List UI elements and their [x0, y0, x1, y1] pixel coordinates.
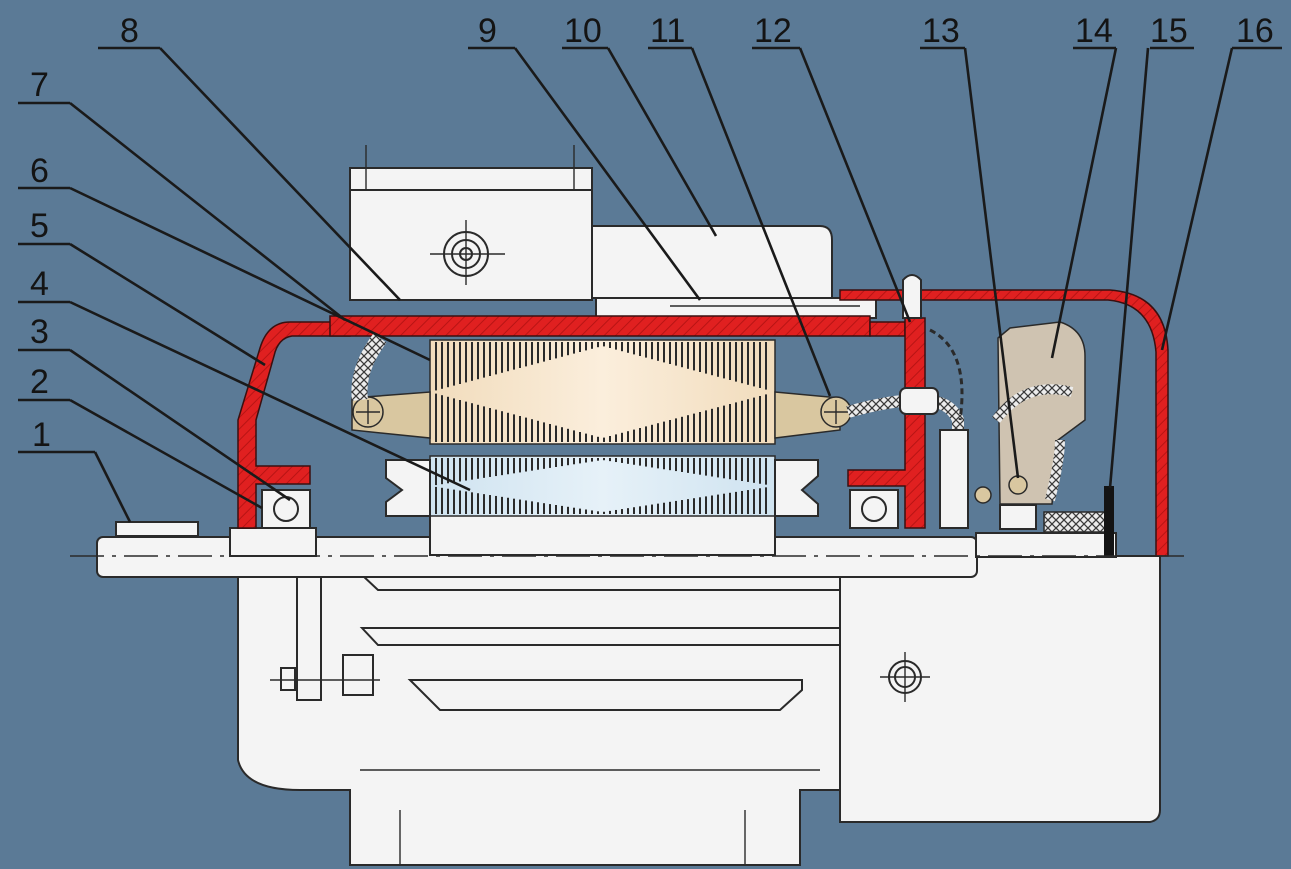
shaft — [96, 514, 1117, 578]
motor-exterior — [237, 555, 1161, 866]
callout-2: 2 — [30, 363, 49, 401]
callout-15: 15 — [1150, 12, 1188, 50]
callout-11: 11 — [650, 12, 685, 50]
terminal-box — [349, 145, 877, 319]
callout-6: 6 — [30, 152, 49, 190]
stator-core — [351, 339, 852, 445]
callout-8: 8 — [120, 12, 139, 50]
callout-5: 5 — [30, 207, 49, 245]
housing-section — [237, 289, 1169, 557]
callout-14: 14 — [1075, 12, 1113, 50]
callout-3: 3 — [30, 313, 49, 351]
callout-4: 4 — [30, 265, 49, 303]
rotor-core — [385, 455, 819, 517]
callout-12: 12 — [754, 12, 792, 50]
fan-assembly — [939, 321, 1114, 556]
callout-13: 13 — [922, 12, 960, 50]
callout-16: 16 — [1236, 12, 1274, 50]
callouts: 1 2 3 4 5 6 7 8 9 10 — [18, 12, 1282, 523]
callout-9: 9 — [478, 12, 497, 50]
callout-7: 7 — [30, 66, 49, 104]
winding-leads — [351, 274, 964, 528]
callout-10: 10 — [564, 12, 602, 50]
bearings — [261, 489, 899, 529]
callout-1: 1 — [32, 416, 51, 454]
